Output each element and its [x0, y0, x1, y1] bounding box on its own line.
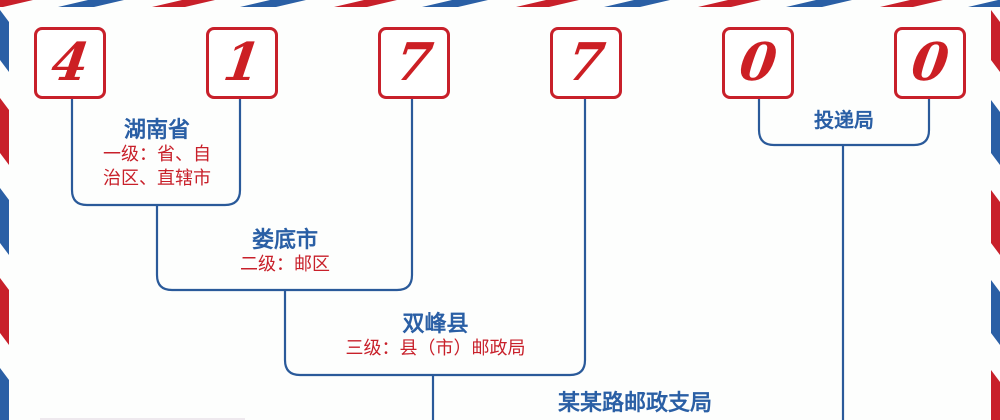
level-1-subtitle-line2: 治区、直辖市	[103, 168, 211, 189]
postal-digit: 7	[391, 32, 437, 93]
bottom-divider	[40, 418, 245, 420]
level-3-subtitle: 三级：县（市）邮政局	[345, 338, 526, 359]
level-1-label: 湖南省 一级：省、自 治区、直辖市	[76, 117, 238, 191]
postal-digit: 7	[563, 32, 609, 93]
delivery-office-title: 投递局	[814, 108, 874, 132]
level-4-label: 某某路邮政支局	[540, 390, 730, 416]
postal-digit: 1	[219, 32, 265, 93]
postal-digit-box-2: 1	[206, 27, 278, 99]
postal-digit-box-6: 0	[894, 27, 966, 99]
level-1-title: 湖南省	[123, 117, 190, 143]
postal-digit: 0	[735, 32, 781, 93]
level-1-subtitle-line1: 一级：省、自	[103, 144, 211, 165]
level-2-title: 娄底市	[251, 227, 318, 253]
level-4-title: 某某路邮政支局	[557, 390, 712, 416]
level-3-title: 双峰县	[402, 311, 469, 337]
postal-digit: 4	[47, 32, 93, 93]
level-2-subtitle: 二级：邮区	[240, 254, 330, 275]
airmail-border-left	[0, 10, 9, 420]
postal-digit-box-1: 4	[34, 27, 106, 99]
airmail-border-right	[991, 10, 1000, 420]
postal-digit: 0	[907, 32, 953, 93]
postal-digit-box-3: 7	[378, 27, 450, 99]
postal-digit-box-4: 7	[550, 27, 622, 99]
delivery-office-label: 投递局	[762, 107, 926, 133]
level-2-label: 娄底市 二级：邮区	[160, 227, 410, 277]
airmail-border-top	[0, 0, 1000, 7]
level-3-label: 双峰县 三级：县（市）邮政局	[288, 311, 583, 361]
postal-digit-box-5: 0	[722, 27, 794, 99]
